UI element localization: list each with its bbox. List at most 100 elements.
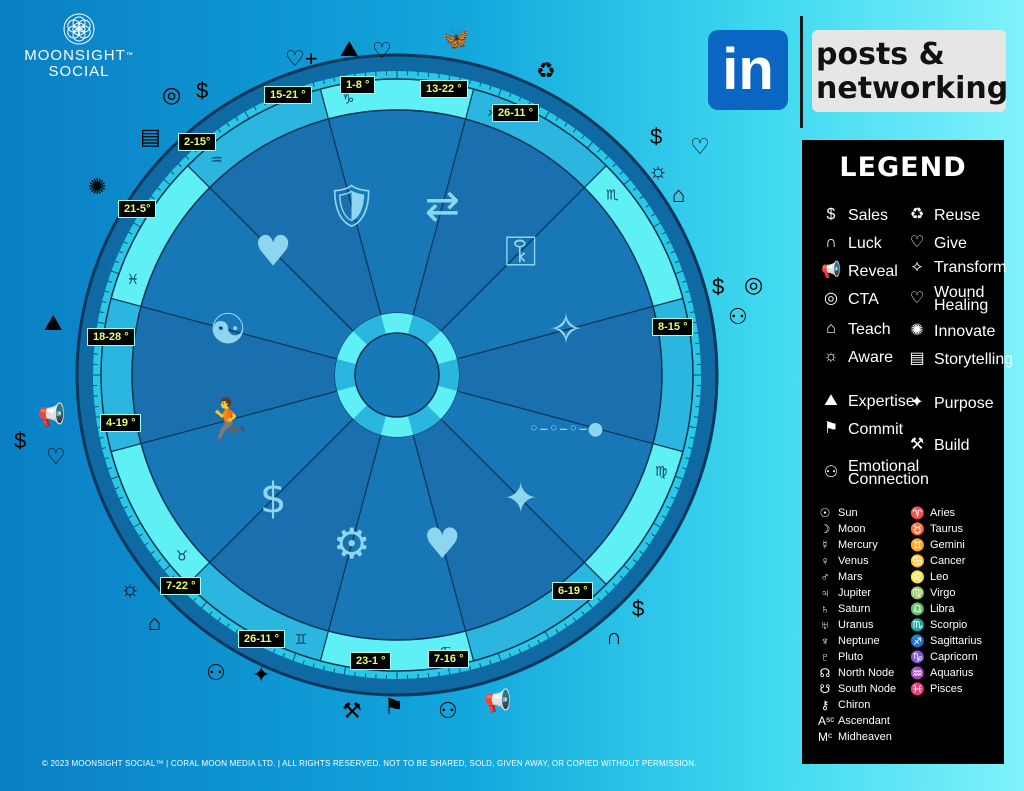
degree-tick	[633, 559, 637, 563]
planets-glyph: ♂	[820, 570, 830, 584]
degree-label: 4-19 °	[100, 414, 142, 432]
sign-glyph: ♍	[655, 464, 668, 480]
degree-tick	[518, 97, 522, 102]
legend-item-storytelling: ▤Storytelling	[906, 348, 1013, 370]
degree-tick	[133, 222, 141, 228]
house-divider	[411, 432, 475, 662]
legend-signs-scorpio: ♏ Scorpio	[910, 618, 967, 632]
commit-icon: ⚑	[823, 420, 839, 437]
divider	[800, 16, 803, 128]
degree-tick	[694, 332, 699, 334]
degree-tick	[633, 187, 637, 191]
planets-label: Chiron	[838, 699, 871, 711]
legend-planets-uranus: ♅Uranus	[818, 618, 874, 632]
inner-ring-segment	[353, 404, 387, 435]
house-divider	[411, 88, 475, 318]
degree-tick	[690, 311, 695, 314]
degree-tick	[605, 590, 609, 595]
hammers-icon: ⚒	[909, 436, 925, 453]
planets-label: Sun	[838, 507, 858, 519]
degree-tick	[235, 116, 239, 121]
inner-ring-segment	[353, 315, 387, 346]
inner-ring-segment	[437, 358, 459, 392]
degree-tick	[282, 652, 286, 658]
legend-item-label: Luck	[848, 234, 882, 252]
degree-tick	[217, 128, 222, 133]
degree-tick	[133, 522, 141, 528]
brand-line1: MOONSIGHT	[24, 47, 126, 64]
planets-glyph: ⚷	[820, 698, 830, 712]
signs-glyph: ♎	[910, 602, 925, 616]
inner-ring-segment	[380, 313, 414, 335]
sign-glyph: ♏	[606, 187, 619, 203]
degree-tick	[163, 179, 171, 186]
house-divider	[439, 165, 607, 333]
legend-item-purpose: ✦Purpose	[906, 392, 993, 414]
degree-tick	[555, 629, 559, 634]
brand-logo: MOONSIGHT™ SOCIAL	[14, 12, 144, 80]
degree-tick	[674, 486, 680, 490]
degree-tick	[104, 290, 109, 293]
legend-planets-pluto: ♇Pluto	[818, 650, 864, 664]
running-icon: 🏃	[202, 395, 254, 444]
degree-tick	[639, 195, 644, 200]
legend-item-give: ♡Give	[906, 232, 967, 254]
purpose-icon: ✦	[910, 394, 924, 411]
signs-glyph: ♒	[910, 666, 925, 680]
degree-tick	[651, 533, 656, 537]
planets-label: Jupiter	[838, 587, 872, 599]
degree-tick	[682, 280, 687, 283]
degree-tick	[333, 668, 336, 673]
degree-tick	[144, 542, 149, 546]
planets-label: Saturn	[838, 603, 871, 615]
signs-label: Taurus	[930, 523, 964, 535]
legend-planets-venus: ♀Venus	[818, 554, 869, 568]
degree-tick	[272, 648, 276, 653]
heart-plus-icon: ♡+	[285, 46, 318, 71]
legend-item-label: Expertise	[848, 392, 915, 410]
legend-signs-capricorn: ♑Capricorn	[910, 650, 978, 664]
house-sector	[328, 432, 466, 640]
planets-label: Pluto	[838, 651, 864, 663]
degree-tick	[581, 611, 585, 615]
astrology-wheel: ♑♐♏♎♍♌♋♊♉♈♓♒🛡⇄⚿✧◦–◦–◦–●✦♥⚙$🏃☯♥	[75, 53, 719, 697]
degree-tick	[123, 506, 128, 509]
degree-tick	[312, 663, 315, 668]
signs-glyph: ♍	[910, 586, 925, 600]
legend-item-label: Aware	[848, 348, 894, 366]
legend-signs-aquarius: ♒Aquarius	[910, 666, 973, 680]
planets-glyph: Mᶜ	[818, 730, 833, 744]
house-divider	[454, 297, 684, 361]
linkedin-logo: in	[708, 30, 788, 110]
legend-signs-leo: ♌Leo	[910, 570, 948, 584]
legend-item-label: Teach	[848, 320, 891, 338]
signs-label: Scorpio	[930, 619, 968, 631]
legend-item-cta: ◎CTA	[820, 288, 879, 310]
summit-icon: ⛰	[824, 392, 838, 409]
degree-tick	[674, 260, 680, 264]
legend-planets-jupiter: ♃Jupiter	[818, 586, 872, 600]
planets-glyph: Aˢᶜ	[818, 714, 835, 728]
heart-plus-icon: ♡	[690, 134, 710, 159]
legend-signs-taurus: ♉Taurus	[910, 522, 963, 536]
legend-item-label: Transform	[934, 258, 1007, 276]
sun-icon: ☼	[823, 348, 839, 365]
degree-tick	[111, 270, 120, 275]
degree-tick	[217, 617, 222, 622]
degree-tick	[104, 457, 109, 460]
butterfly-icon: ⟡	[911, 258, 923, 275]
book-icon: ▤	[909, 350, 925, 367]
legend-planets-chiron: ⚷ Chiron	[818, 698, 871, 712]
planets-label: South Node	[838, 683, 897, 695]
degree-tick	[612, 583, 617, 587]
signs-glyph: ♏	[910, 618, 925, 632]
degree-label: 15-21 °	[264, 86, 312, 104]
sign-segment	[187, 89, 329, 188]
degree-tick	[354, 672, 356, 677]
degree-tick	[685, 457, 690, 460]
degree-tick	[528, 644, 531, 649]
degree-tick	[555, 116, 559, 121]
planets-label: Midheaven	[838, 731, 892, 743]
legend-item-label: Emotional Connection	[848, 458, 929, 488]
